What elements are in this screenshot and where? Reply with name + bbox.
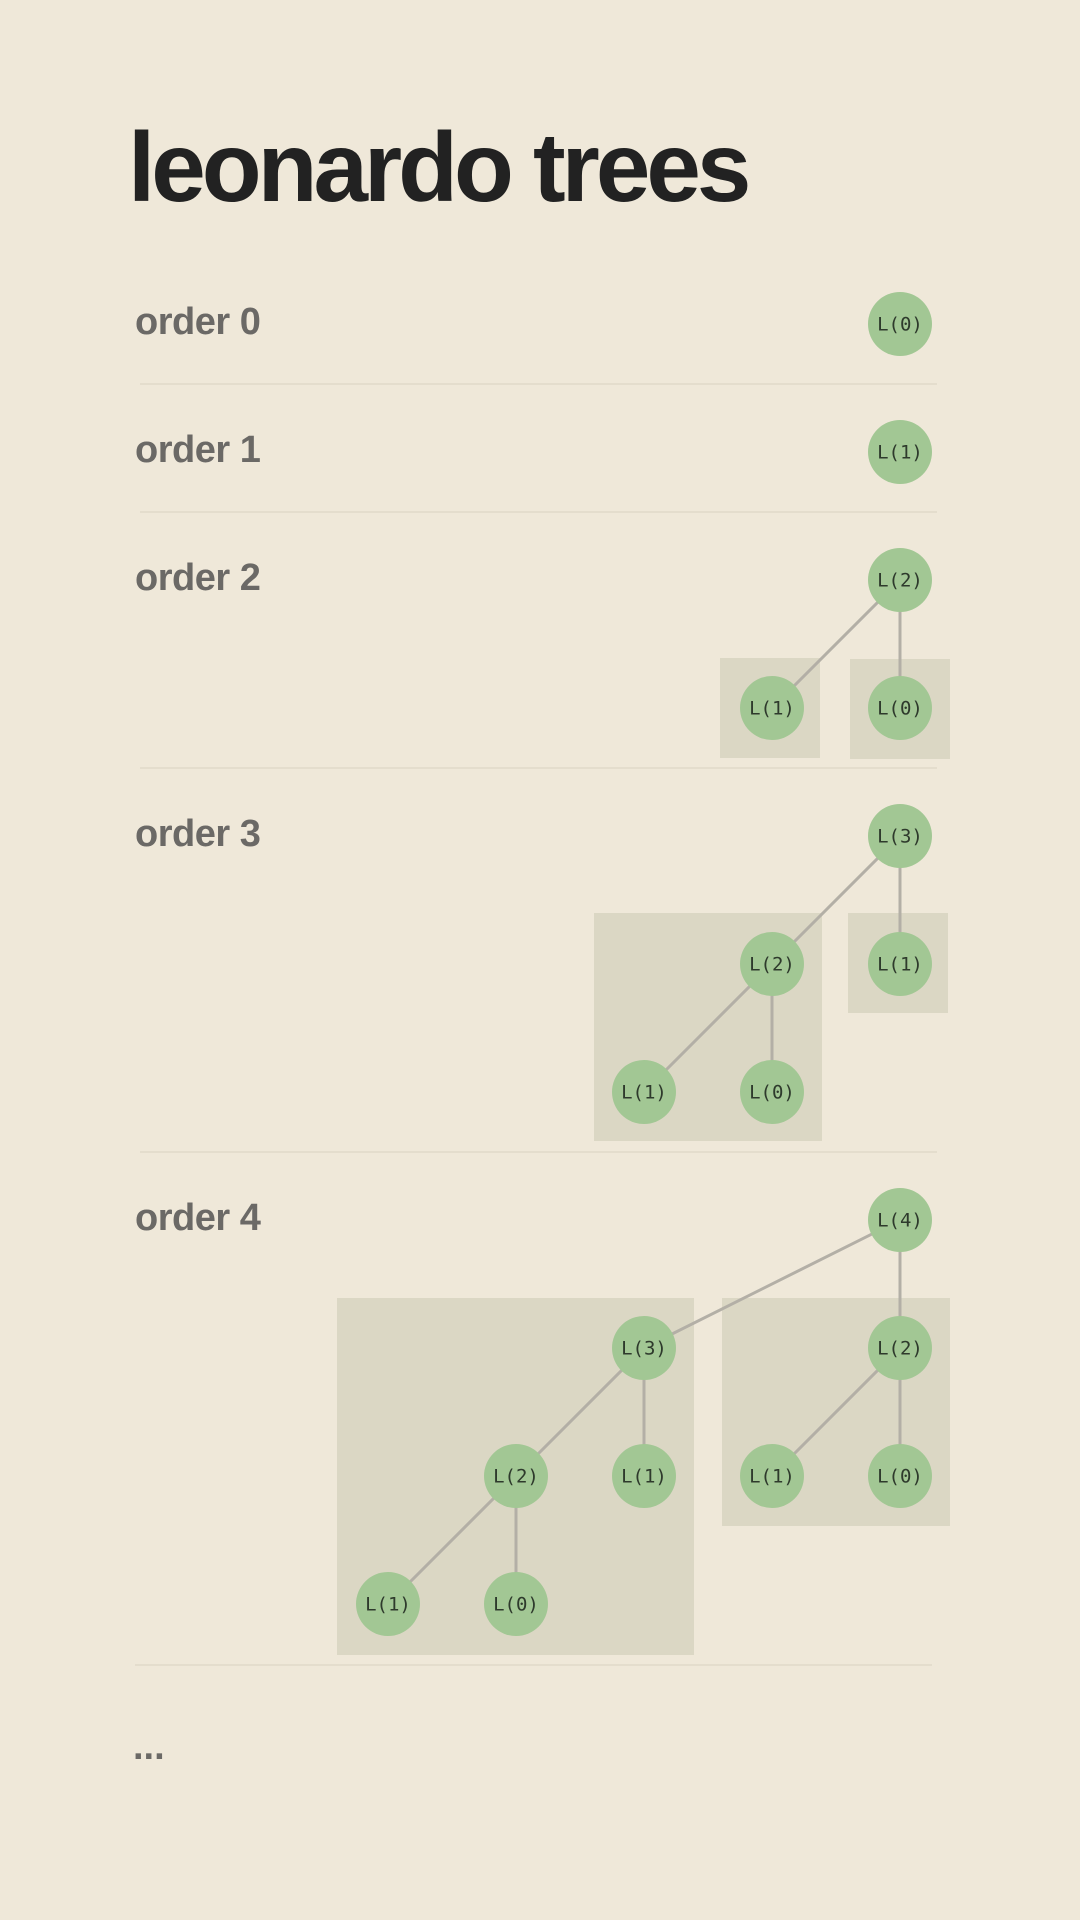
divider bbox=[140, 767, 937, 769]
tree-node-label: L(1) bbox=[621, 1466, 667, 1488]
tree-node bbox=[612, 1060, 676, 1124]
tree-node-label: L(2) bbox=[877, 570, 923, 592]
tree-node-label: L(0) bbox=[877, 314, 923, 336]
tree-node bbox=[740, 676, 804, 740]
tree-node-label: L(0) bbox=[877, 1466, 923, 1488]
tree-node-label: L(0) bbox=[493, 1594, 539, 1616]
order-label-0: order 0 bbox=[135, 301, 261, 343]
tree-node bbox=[356, 1572, 420, 1636]
tree-node bbox=[612, 1444, 676, 1508]
tree-node bbox=[868, 1316, 932, 1380]
tree-node bbox=[868, 1444, 932, 1508]
tree-node-label: L(1) bbox=[877, 954, 923, 976]
tree-node-label: L(2) bbox=[749, 954, 795, 976]
tree-node bbox=[868, 420, 932, 484]
divider bbox=[140, 511, 937, 513]
divider bbox=[140, 1151, 937, 1153]
tree-node-label: L(3) bbox=[877, 826, 923, 848]
tree-node bbox=[740, 932, 804, 996]
tree-node-label: L(1) bbox=[877, 442, 923, 464]
divider bbox=[135, 1664, 932, 1666]
tree-node-label: L(1) bbox=[749, 698, 795, 720]
tree-node-label: L(4) bbox=[877, 1210, 923, 1232]
tree-node bbox=[868, 804, 932, 868]
tree-node bbox=[868, 676, 932, 740]
order-label-2: order 2 bbox=[135, 557, 261, 599]
tree-node bbox=[868, 1188, 932, 1252]
divider bbox=[140, 383, 937, 385]
tree-node-label: L(0) bbox=[877, 698, 923, 720]
order-label-3: order 3 bbox=[135, 813, 261, 855]
tree-node bbox=[484, 1572, 548, 1636]
more-ellipsis: ... bbox=[133, 1726, 165, 1768]
tree-node bbox=[740, 1444, 804, 1508]
tree-edge bbox=[643, 1218, 901, 1350]
tree-node-label: L(1) bbox=[621, 1082, 667, 1104]
tree-node-label: L(2) bbox=[493, 1466, 539, 1488]
tree-node-label: L(1) bbox=[749, 1466, 795, 1488]
order-label-1: order 1 bbox=[135, 429, 261, 471]
tree-node bbox=[740, 1060, 804, 1124]
tree-node-label: L(3) bbox=[621, 1338, 667, 1360]
page-title: leonardo trees bbox=[128, 112, 751, 222]
tree-node bbox=[868, 932, 932, 996]
tree-node-label: L(1) bbox=[365, 1594, 411, 1616]
order-label-4: order 4 bbox=[135, 1197, 261, 1239]
tree-node bbox=[612, 1316, 676, 1380]
tree-node-label: L(0) bbox=[749, 1082, 795, 1104]
tree-node-label: L(2) bbox=[877, 1338, 923, 1360]
tree-node bbox=[868, 548, 932, 612]
tree-node bbox=[868, 292, 932, 356]
tree-node bbox=[484, 1444, 548, 1508]
